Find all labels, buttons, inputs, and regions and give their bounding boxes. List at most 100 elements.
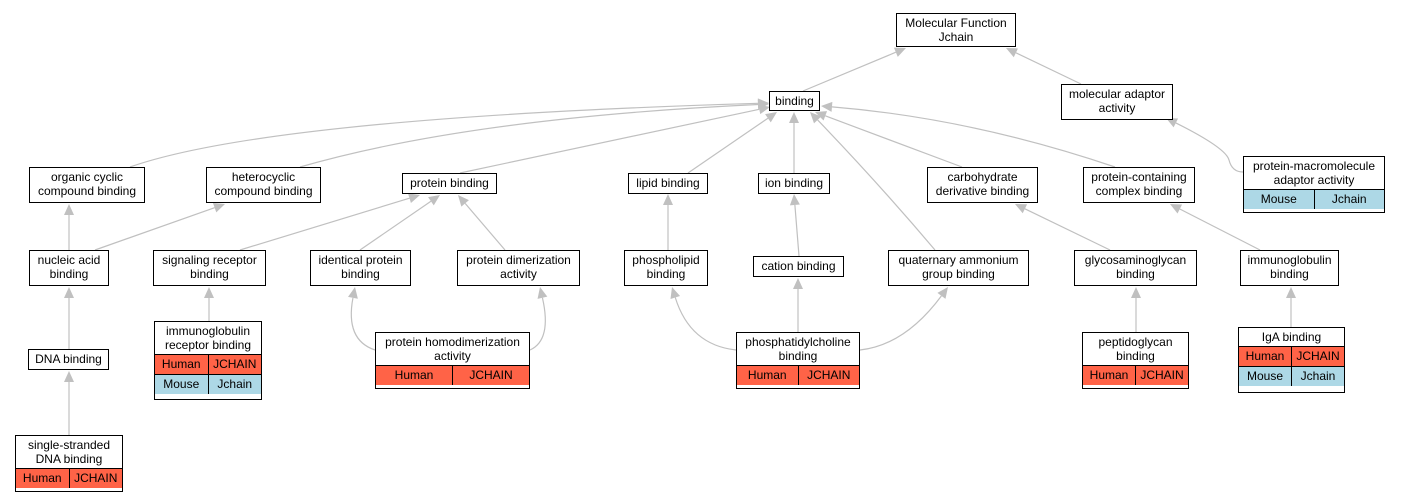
node-label: protein-macromolecule adaptor activity xyxy=(1252,159,1376,187)
node-label: lipid binding xyxy=(636,176,700,190)
node-adaptor[interactable]: molecular adaptor activity xyxy=(1061,84,1173,120)
edge-cation-to-ion xyxy=(794,204,800,257)
edge-homo-to-identical xyxy=(350,297,376,351)
arrowhead-identical-to-protein xyxy=(428,195,440,206)
edge-complex-to-binding xyxy=(831,106,1116,168)
arrowhead-quat-to-binding xyxy=(810,112,822,124)
arrowhead-pma-to-adaptor xyxy=(1166,118,1179,128)
node-gag[interactable]: glycosaminoglycan binding xyxy=(1074,250,1197,286)
node-binding[interactable]: binding xyxy=(769,91,820,111)
node-label: immunoglobulin binding xyxy=(1247,253,1332,281)
arrowhead-ss-to-dna xyxy=(64,371,74,382)
node-label: signaling receptor binding xyxy=(162,253,257,281)
node-mf[interactable]: Molecular Function Jchain xyxy=(896,13,1016,47)
edge-hetero-to-binding xyxy=(299,103,759,168)
gene-cell: JCHAIN xyxy=(1291,347,1344,366)
species-row-human: Human JCHAIN xyxy=(737,365,859,385)
node-label: heterocyclic compound binding xyxy=(214,170,313,198)
node-dimer[interactable]: protein dimerization activity xyxy=(457,250,580,286)
edge-organic-to-binding xyxy=(129,102,759,168)
node-label: quaternary ammonium group binding xyxy=(898,253,1019,281)
arrowhead-signal-to-protein xyxy=(408,193,420,203)
arrowhead-dimer-to-protein xyxy=(458,195,469,207)
node-label: molecular adaptor activity xyxy=(1068,87,1166,115)
gene-cell: JCHAIN xyxy=(68,469,123,488)
node-nucleic[interactable]: nucleic acid binding xyxy=(29,250,109,286)
node-label: phospholipid binding xyxy=(632,253,700,281)
species-cell: Mouse xyxy=(1246,369,1284,383)
arrowhead-nucleic-to-organic xyxy=(64,204,74,215)
node-cation[interactable]: cation binding xyxy=(753,256,844,277)
node-label: organic cyclic compound binding xyxy=(37,170,137,198)
arrowhead-lipid-to-binding xyxy=(765,112,777,123)
node-label: identical protein binding xyxy=(318,253,403,281)
edge-adaptor-to-mf xyxy=(1015,52,1082,85)
arrowhead-phospho-to-lipid xyxy=(663,194,673,205)
node-lipid[interactable]: lipid binding xyxy=(628,173,708,194)
edge-gag-to-carb xyxy=(1024,208,1111,251)
gene-cell: Jchain xyxy=(207,375,262,394)
node-complex[interactable]: protein-containing complex binding xyxy=(1083,167,1195,203)
node-hetero[interactable]: heterocyclic compound binding xyxy=(206,167,321,203)
edge-pma-to-adaptor xyxy=(1175,122,1244,173)
gene-cell: JCHAIN xyxy=(1135,366,1188,385)
node-label: Molecular Function Jchain xyxy=(905,16,1007,44)
node-label: protein dimerization activity xyxy=(466,253,571,281)
arrowhead-pc-to-cation xyxy=(793,278,803,289)
gene-cell: JCHAIN xyxy=(207,355,262,374)
species-cell: Human xyxy=(747,368,787,382)
node-dna[interactable]: DNA binding xyxy=(28,349,109,370)
species-row-mouse: Mouse Jchain xyxy=(155,374,261,394)
node-identical[interactable]: identical protein binding xyxy=(310,250,411,286)
arrowhead-complex-to-binding xyxy=(821,101,833,112)
species-cell: Human xyxy=(394,368,434,382)
node-label: glycosaminoglycan binding xyxy=(1084,253,1187,281)
node-label: protein-containing complex binding xyxy=(1091,170,1187,198)
species-cell: Human xyxy=(1089,368,1129,382)
arrowhead-igrb-to-signal xyxy=(204,287,214,298)
species-cell: Mouse xyxy=(163,377,200,391)
edge-lipid-to-binding xyxy=(687,117,769,174)
node-protein[interactable]: protein binding xyxy=(402,173,497,194)
node-quat[interactable]: quaternary ammonium group binding xyxy=(888,250,1029,286)
gene-cell: JCHAIN xyxy=(797,366,860,385)
node-signal[interactable]: signaling receptor binding xyxy=(153,250,266,286)
edge-nucleic-to-hetero xyxy=(94,207,215,251)
arrowhead-binding-to-mf xyxy=(893,47,906,57)
species-cell: Human xyxy=(22,471,62,485)
node-label: peptidoglycan binding xyxy=(1098,335,1173,363)
node-igb[interactable]: immunoglobulin binding xyxy=(1240,250,1339,286)
arrowhead-nucleic-to-hetero xyxy=(212,202,225,213)
node-carb[interactable]: carbohydrate derivative binding xyxy=(927,167,1038,203)
edge-identical-to-protein xyxy=(359,200,432,251)
species-cell: Human xyxy=(161,357,201,371)
arrowhead-protein-to-binding xyxy=(758,104,770,115)
node-organic[interactable]: organic cyclic compound binding xyxy=(29,167,145,203)
edge-quat-to-binding xyxy=(817,119,936,251)
edge-carb-to-binding xyxy=(825,115,963,168)
edge-dimer-to-protein xyxy=(464,202,506,251)
arrowhead-pc-to-phospho xyxy=(670,287,681,299)
node-label: phosphatidylcholine binding xyxy=(745,335,851,363)
node-label: ion binding xyxy=(764,176,824,190)
arrowhead-ion-to-binding xyxy=(789,112,799,123)
node-ion[interactable]: ion binding xyxy=(758,173,830,194)
edge-pc-to-phospho xyxy=(674,297,737,351)
species-row-human: Human JCHAIN xyxy=(1083,365,1188,385)
node-phospho[interactable]: phospholipid binding xyxy=(624,250,708,286)
node-label: DNA binding xyxy=(35,352,102,366)
node-label: protein binding xyxy=(410,176,489,190)
arrowhead-iga-to-igb xyxy=(1286,287,1296,298)
